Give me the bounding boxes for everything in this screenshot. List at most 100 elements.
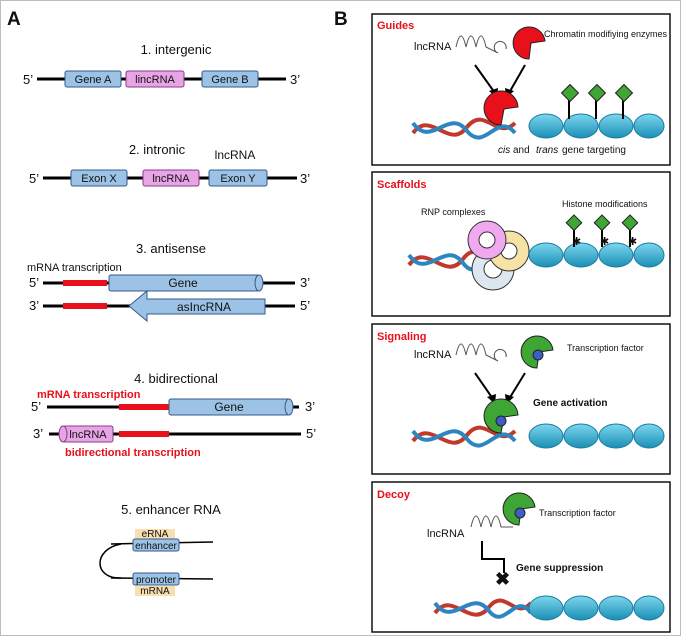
decoy-lncrna-hairpin [470, 515, 513, 528]
scaffolds-title: Scaffolds [377, 179, 427, 191]
signaling-tf-label: Transcription factor [567, 343, 644, 353]
antisense-title: 3. antisense [136, 241, 206, 256]
intergenic-3prime: 3’ [290, 72, 300, 87]
intronic-3prime: 3’ [300, 171, 310, 186]
guides-box: Guides lncRNA Chromatin modifiying enzym… [371, 13, 671, 166]
lincrna-label: lincRNA [135, 74, 175, 86]
intronic-5prime: 5’ [29, 171, 39, 186]
bidirectional-lncrna-label: lncRNA [69, 429, 107, 441]
guides-lncrna-label: lncRNA [414, 41, 452, 53]
guides-nucleosome [633, 113, 665, 139]
antisense-3prime-top: 3’ [300, 275, 310, 290]
exon-y-box [208, 169, 268, 187]
decoy-title: Decoy [377, 489, 411, 501]
promoter-box [132, 572, 180, 586]
enhancer-mrna-label: mRNA [140, 586, 170, 597]
signaling-lncrna-label: lncRNA [414, 349, 452, 361]
scaffolds-nucleosome [528, 242, 564, 268]
signaling-nucleosome [528, 423, 564, 449]
scaffolds-mod-mark: ✱ [628, 236, 637, 248]
panel-a-label: A [7, 9, 21, 30]
guides-histone-flag [560, 83, 580, 103]
intergenic-title: 1. intergenic [141, 42, 212, 57]
antisense-5prime-top: 5’ [29, 275, 39, 290]
bidirectional-red-top [119, 404, 169, 410]
mrna-band [135, 586, 175, 596]
guides-nucleosome [598, 113, 634, 139]
scaffolds-histone-flag [565, 214, 583, 232]
bidirectional-transcription-label: bidirectional transcription [65, 447, 201, 459]
scaffolds-mod-mark: ✱ [600, 236, 609, 248]
guides-enzyme-bound-icon [483, 90, 519, 126]
guides-histone-flag [587, 83, 607, 103]
gene-activation-label: Gene activation [533, 398, 607, 409]
promoter-label: promoter [136, 575, 177, 586]
scaffolds-histone-flag [593, 214, 611, 232]
signaling-nucleosome [563, 423, 599, 449]
antisense-3prime-bot: 3’ [29, 298, 39, 313]
gene-suppression-label: Gene suppression [516, 563, 603, 574]
asincrna-label: asIncRNA [177, 300, 231, 314]
decoy-tf-label: Transcription factor [539, 508, 616, 518]
signaling-dna-strand-blue [411, 429, 517, 448]
exon-y-label: Exon Y [220, 173, 256, 185]
intronic-lncrna-box [142, 169, 200, 187]
decoy-dna-strand-blue [433, 601, 533, 619]
decoy-lncrna-label: lncRNA [427, 528, 465, 540]
scaffolds-histone-label: Histone modifications [562, 199, 648, 209]
signaling-nucleosome [633, 423, 665, 449]
intronic-lncrna-label: lncRNA [152, 173, 190, 185]
scaffolds-nucleosome [563, 242, 599, 268]
suppression-x-icon: ✖ [495, 569, 510, 589]
guides-enzyme-icon [512, 26, 546, 60]
signaling-box: Signaling lncRNA Transcription factor Ge… [371, 323, 671, 475]
bidirectional-title: 4. bidirectional [134, 371, 218, 386]
intronic-title: 2. intronic [129, 142, 186, 157]
guides-dna-strand-blue [411, 121, 517, 140]
exon-x-box [70, 169, 128, 187]
decoy-box: Decoy lncRNA Transcription factor ✖ Gene… [371, 481, 671, 633]
enhancer-box [132, 538, 180, 552]
guides-nucleosome [563, 113, 599, 139]
scaffolds-mod-mark: ✱ [572, 236, 581, 248]
antisense-red-top [63, 280, 107, 286]
antisense-diagram: 3. antisense mRNA transcription 5’ Gene … [27, 241, 310, 323]
erna-label: eRNA [142, 529, 169, 540]
guides-lncrna-hairpin [455, 35, 507, 54]
exon-x-label: Exon X [81, 173, 117, 185]
asincrna-arrow [128, 289, 266, 323]
guides-targeting-and: and [513, 145, 530, 156]
antisense-mrna-label: mRNA transcription [27, 262, 122, 274]
scaffolds-box: Scaffolds RNP complexes Histone modifica… [371, 171, 671, 317]
scaffolds-nucleosome [598, 242, 634, 268]
gene-b-label: Gene B [211, 74, 248, 86]
bidirectional-red-bot [119, 431, 169, 437]
enhancer-label: enhancer [135, 541, 177, 552]
decoy-nucleosome [563, 595, 599, 621]
bidirectional-gene-label: Gene [214, 400, 244, 414]
antisense-gene-label: Gene [168, 276, 198, 290]
antisense-5prime-bot: 5’ [300, 298, 310, 313]
guides-targeting-rest: gene targeting [562, 145, 626, 156]
intronic-diagram: 2. intronic lncRNA 5’ 3’ Exon X lncRNA E… [29, 142, 310, 187]
intergenic-5prime: 5’ [23, 72, 33, 87]
guides-targeting-trans: trans [536, 145, 558, 156]
decoy-nucleosome [633, 595, 665, 621]
guides-histone-flag [614, 83, 634, 103]
signaling-lncrna-hairpin [455, 343, 507, 362]
bidirectional-5prime-top: 5’ [31, 399, 41, 414]
enhancer-title: 5. enhancer RNA [121, 502, 221, 517]
signaling-title: Signaling [377, 331, 427, 343]
gene-a-box [64, 70, 122, 88]
intergenic-diagram: 1. intergenic 5’ 3’ Gene A lincRNA Gene … [23, 42, 300, 88]
erna-band [135, 529, 175, 539]
decoy-nucleosome [528, 595, 564, 621]
guides-title: Guides [377, 20, 414, 32]
bidirectional-5prime-bot: 5’ [306, 426, 316, 441]
guides-nucleosome [528, 113, 564, 139]
decoy-nucleosome [598, 595, 634, 621]
bidirectional-diagram: 4. bidirectional mRNA transcription 5’ G… [31, 371, 316, 459]
gene-b-box [201, 70, 259, 88]
